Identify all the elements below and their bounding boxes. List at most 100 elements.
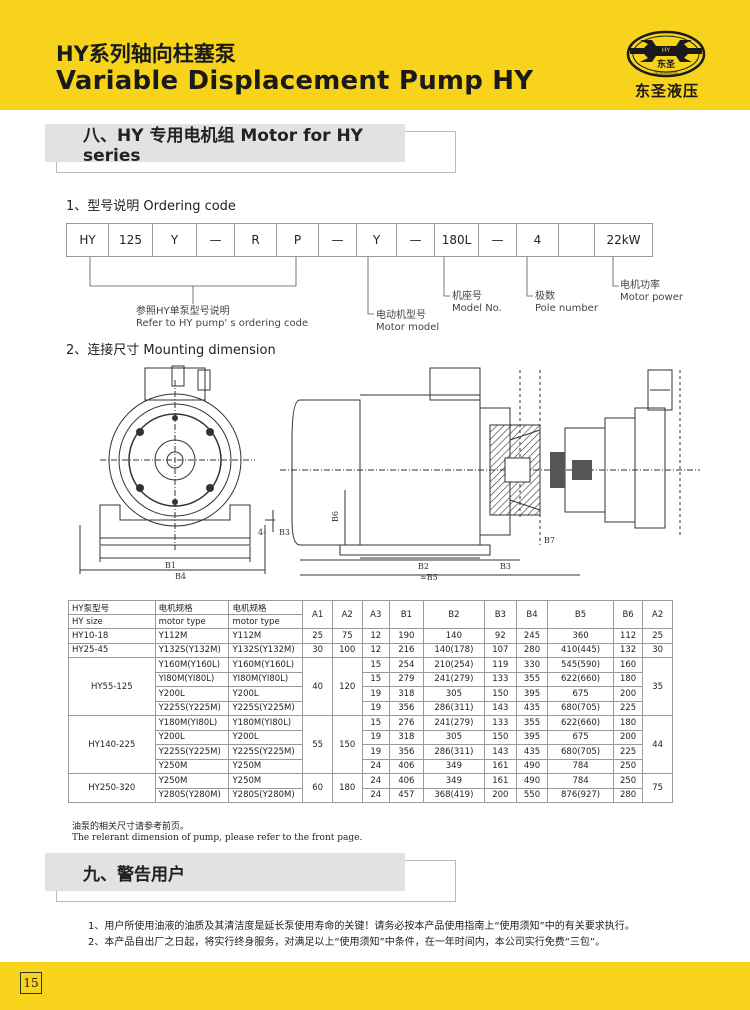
table-cell: 120 bbox=[331, 657, 363, 716]
table-cell: Y160M(Y160L) bbox=[154, 657, 230, 673]
table-cell: Y180M(YI80L) bbox=[228, 715, 304, 731]
dim-b6: B6 bbox=[330, 511, 340, 522]
table-cell: Y225S(Y225M) bbox=[228, 700, 304, 716]
page-number: 15 bbox=[20, 972, 42, 994]
footer-band bbox=[0, 962, 750, 1010]
table-cell: 545(590) bbox=[547, 657, 614, 673]
table-cell: 410(445) bbox=[547, 642, 614, 658]
table-cell: 112 bbox=[612, 628, 644, 644]
note-line: 机座号 bbox=[452, 291, 482, 302]
table-cell: 784 bbox=[547, 773, 614, 789]
table-cell: 550 bbox=[515, 787, 549, 803]
table-cell: Y112M bbox=[228, 628, 304, 644]
table-cell: Y132S(Y132M) bbox=[154, 642, 230, 658]
table-cell: 622(660) bbox=[547, 715, 614, 731]
table-cell: 24 bbox=[361, 758, 390, 774]
table-cell: 15 bbox=[361, 657, 390, 673]
dim-hole: 4- bbox=[258, 528, 266, 537]
table-cell: 675 bbox=[547, 686, 614, 702]
header-cell: A3 bbox=[361, 600, 390, 629]
table-cell: 406 bbox=[388, 758, 424, 774]
table-cell: Y112M bbox=[154, 628, 230, 644]
header-cell: B6 bbox=[612, 600, 644, 629]
table-cell: 160 bbox=[612, 657, 644, 673]
header-cell: HY泵型号 bbox=[68, 600, 156, 615]
table-cell: 40 bbox=[302, 657, 333, 716]
table-cell: 35 bbox=[642, 657, 673, 716]
table-cell: 286(311) bbox=[422, 744, 485, 760]
warning-item-2: 2、本产品自出厂之日起，将实行终身服务，对满足以上“使用须知”中条件，在一年时间… bbox=[88, 937, 606, 948]
note-pole-number: 极数 Pole number bbox=[535, 291, 598, 315]
code-cell: Y bbox=[153, 224, 197, 256]
table-cell: 435 bbox=[515, 744, 549, 760]
table-cell: Y250M bbox=[154, 773, 230, 789]
table-cell: 107 bbox=[483, 642, 517, 658]
table-cell: 355 bbox=[515, 715, 549, 731]
motor-spec-table: HY泵型号 电机规格 电机规格 A1 A2 A3 B1 B2 B3 B4 B5 … bbox=[68, 600, 673, 803]
mounting-heading: 2、连接尺寸 Mounting dimension bbox=[66, 343, 276, 358]
header-cell: B1 bbox=[388, 600, 424, 629]
ordering-heading: 1、型号说明 Ordering code bbox=[66, 199, 236, 214]
table-cell: 355 bbox=[515, 671, 549, 687]
table-cell: 100 bbox=[331, 642, 363, 658]
table-cell: 19 bbox=[361, 700, 390, 716]
table-cell: 75 bbox=[331, 628, 363, 644]
table-note-en: The relerant dimension of pump, please r… bbox=[72, 833, 363, 843]
table-cell: 19 bbox=[361, 686, 390, 702]
header-band bbox=[0, 0, 750, 110]
table-cell: HY55-125 bbox=[68, 657, 156, 716]
table-cell: 490 bbox=[515, 773, 549, 789]
note-model-no: 机座号 Model No. bbox=[452, 291, 502, 315]
company-logo: HY 东圣 DONGSHENG bbox=[626, 30, 706, 78]
table-cell: 675 bbox=[547, 729, 614, 745]
table-cell: 876(927) bbox=[547, 787, 614, 803]
table-cell: 15 bbox=[361, 671, 390, 687]
table-cell: YI80M(YI80L) bbox=[154, 671, 230, 687]
code-cell: — bbox=[479, 224, 517, 256]
header-cell: A2 bbox=[642, 600, 673, 629]
table-cell: Y225S(Y225M) bbox=[154, 700, 230, 716]
header-cell: A1 bbox=[302, 600, 333, 629]
header-cell: HY size bbox=[68, 614, 156, 629]
table-cell: 241(279) bbox=[422, 715, 485, 731]
note-line: Pole number bbox=[535, 303, 598, 314]
table-cell: Y280S(Y280M) bbox=[228, 787, 304, 803]
code-cell: P bbox=[277, 224, 319, 256]
table-cell: 190 bbox=[388, 628, 424, 644]
table-cell: 150 bbox=[331, 715, 363, 774]
note-line: 参照HY单泵型号说明 bbox=[136, 306, 230, 317]
table-cell: 395 bbox=[515, 686, 549, 702]
table-cell: 210(254) bbox=[422, 657, 485, 673]
table-cell: 140 bbox=[422, 628, 485, 644]
header-cell: B3 bbox=[483, 600, 517, 629]
logo-sub-text: DONGSHENG bbox=[654, 71, 677, 75]
dim-b1: B1 bbox=[165, 561, 176, 570]
table-cell: 140(178) bbox=[422, 642, 485, 658]
table-header-row: HY size motor type motor type bbox=[68, 614, 673, 629]
table-cell: 12 bbox=[361, 642, 390, 658]
table-cell: 19 bbox=[361, 729, 390, 745]
table-cell: 286(311) bbox=[422, 700, 485, 716]
note-line: 电动机型号 bbox=[376, 310, 426, 321]
table-cell: 180 bbox=[612, 671, 644, 687]
table-cell: HY25-45 bbox=[68, 642, 156, 658]
table-cell: 24 bbox=[361, 773, 390, 789]
table-cell: 305 bbox=[422, 729, 485, 745]
table-cell: 19 bbox=[361, 744, 390, 760]
note-line: 极数 bbox=[535, 291, 555, 302]
table-cell: 395 bbox=[515, 729, 549, 745]
table-cell: 180 bbox=[331, 773, 363, 803]
table-cell: 30 bbox=[302, 642, 333, 658]
code-cell: HY bbox=[67, 224, 109, 256]
table-cell: Y280S(Y280M) bbox=[154, 787, 230, 803]
table-cell: Y250M bbox=[228, 773, 304, 789]
table-cell: 150 bbox=[483, 686, 517, 702]
table-cell: 784 bbox=[547, 758, 614, 774]
